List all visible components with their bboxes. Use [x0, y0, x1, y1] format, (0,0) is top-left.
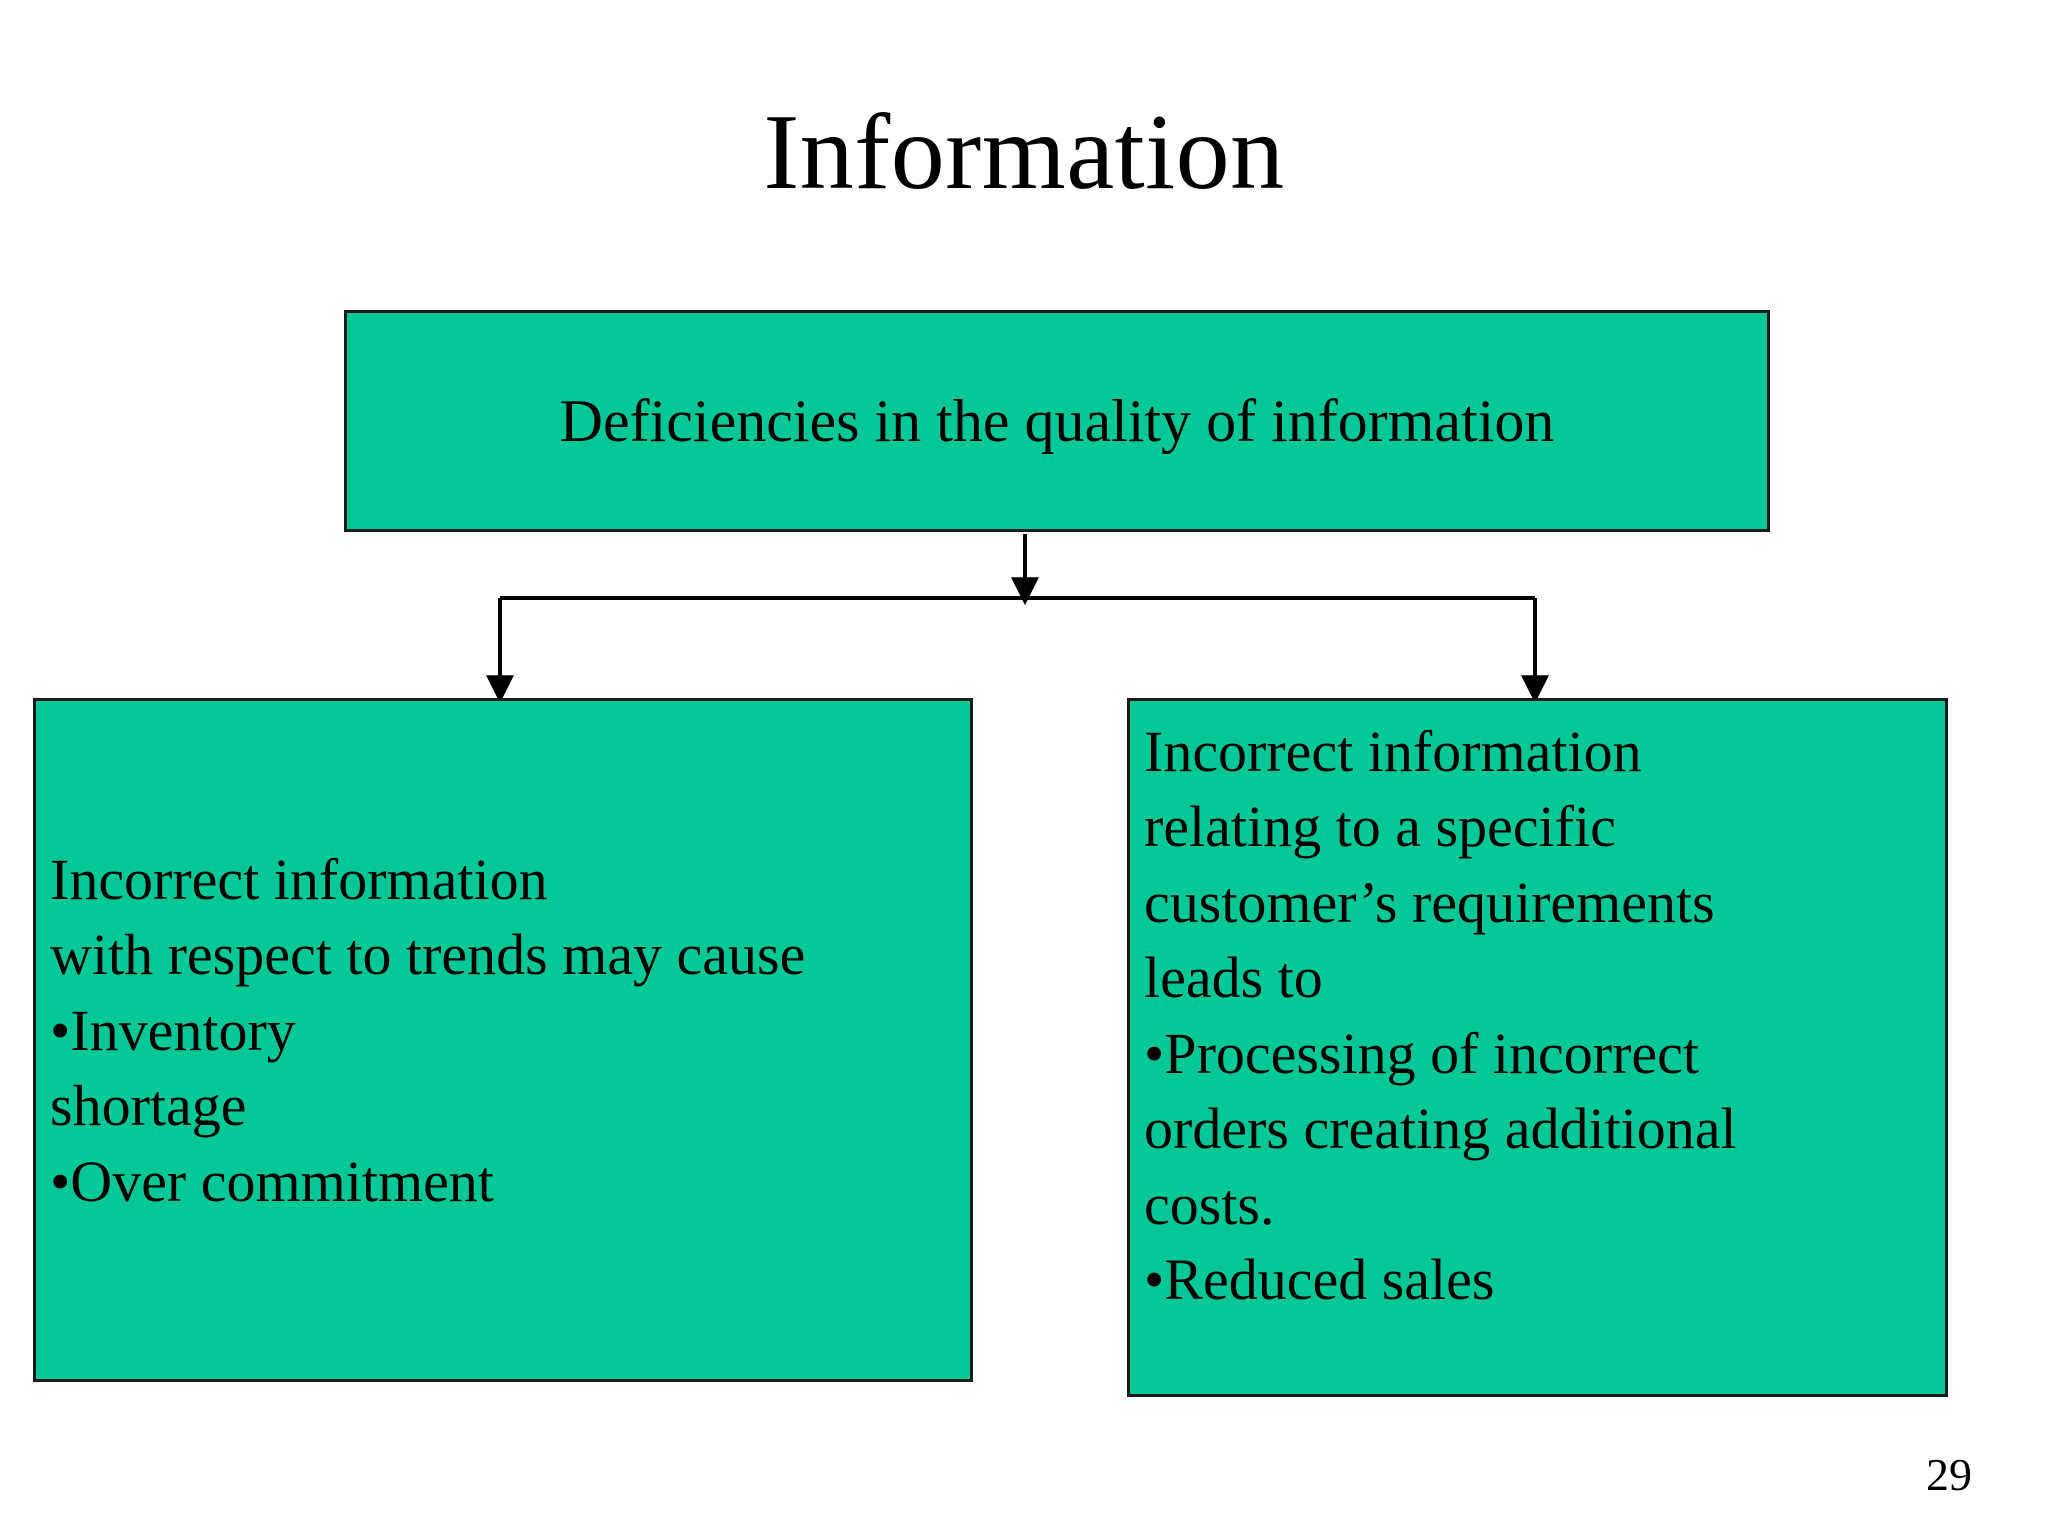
right-box-customer-requirements[interactable]: Incorrect information relating to a spec…	[1127, 698, 1948, 1397]
right-box-line-1: Incorrect information	[1144, 719, 1642, 784]
right-box-text: Incorrect information relating to a spec…	[1144, 721, 1935, 1311]
right-box-line-5: •Processing of incorrect	[1144, 1020, 1700, 1086]
right-box-line-6: orders creating additional	[1144, 1096, 1737, 1162]
right-box-line-3: customer’s requirements	[1144, 869, 1715, 935]
page-title: Information	[763, 93, 1285, 212]
root-box-deficiencies[interactable]: Deficiencies in the quality of informati…	[344, 310, 1770, 532]
left-box-text: Incorrect information with respect to tr…	[50, 847, 960, 1214]
left-box-line-3: •Inventory	[50, 997, 296, 1063]
left-box-trends[interactable]: Incorrect information with respect to tr…	[33, 698, 973, 1382]
left-box-line-1: Incorrect information	[50, 847, 548, 912]
right-box-line-4: leads to	[1144, 945, 1323, 1011]
left-box-line-5: •Over commitment	[50, 1148, 494, 1214]
right-box-line-8: •Reduced sales	[1144, 1247, 1495, 1313]
left-box-line-2: with respect to trends may cause	[50, 922, 806, 988]
right-box-line-2: relating to a specific	[1144, 794, 1616, 860]
right-box-line-7: costs.	[1144, 1171, 1275, 1237]
page-number: 29	[1926, 1449, 1972, 1500]
left-box-line-4: shortage	[50, 1073, 247, 1139]
root-box-label: Deficiencies in the quality of informati…	[559, 388, 1555, 454]
